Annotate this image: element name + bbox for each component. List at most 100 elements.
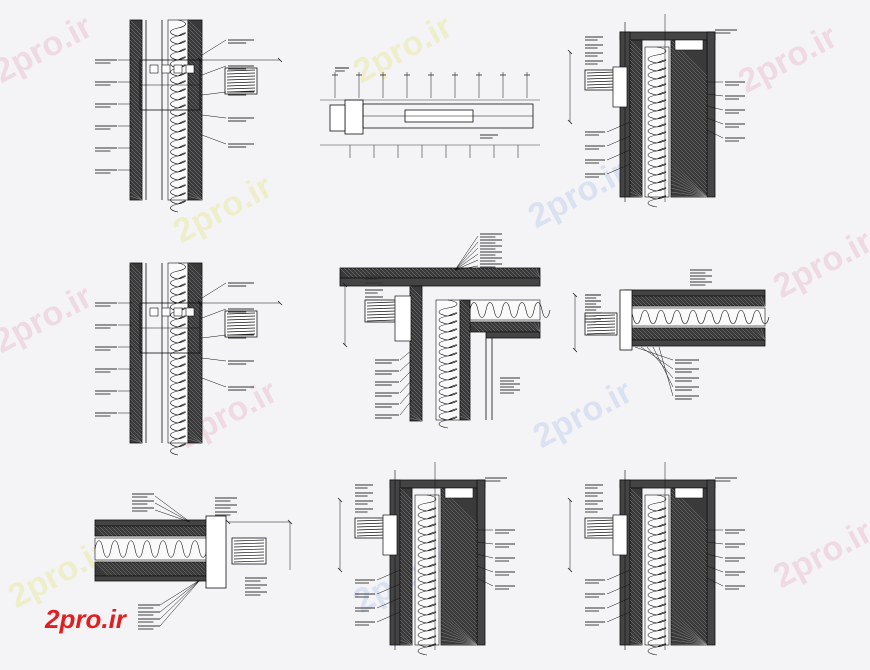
line — [129, 370, 143, 384]
line — [187, 262, 203, 278]
line — [680, 295, 692, 307]
line — [670, 195, 708, 198]
line — [636, 295, 648, 307]
line — [409, 293, 423, 307]
line — [586, 528, 616, 531]
line — [646, 346, 674, 379]
line — [748, 327, 762, 341]
detail-top-right — [567, 14, 745, 208]
line — [399, 555, 413, 569]
line — [159, 579, 201, 613]
line — [629, 115, 643, 129]
insulation-curve — [469, 302, 551, 318]
line — [670, 639, 708, 646]
line — [740, 327, 754, 341]
line — [756, 327, 766, 341]
line — [233, 554, 265, 557]
line — [170, 525, 182, 537]
line — [129, 111, 143, 125]
line — [454, 241, 479, 271]
line — [629, 119, 643, 133]
line — [182, 525, 194, 537]
line — [98, 561, 114, 577]
line — [375, 267, 387, 279]
line — [459, 323, 471, 335]
line — [706, 541, 724, 545]
rect — [149, 307, 159, 317]
line — [636, 327, 650, 341]
line — [399, 611, 413, 625]
line — [187, 151, 203, 167]
line — [187, 402, 203, 418]
rect — [619, 289, 633, 351]
line — [670, 59, 708, 97]
line — [670, 595, 708, 633]
line — [226, 327, 256, 330]
line — [226, 75, 256, 78]
line — [409, 289, 423, 303]
line — [670, 523, 708, 561]
line — [376, 611, 401, 623]
line — [129, 155, 143, 169]
line — [706, 553, 724, 559]
line — [606, 163, 631, 175]
line — [670, 179, 708, 198]
line — [515, 267, 527, 279]
line — [187, 115, 203, 131]
line — [572, 292, 578, 298]
line — [399, 631, 413, 645]
line — [187, 342, 203, 358]
line — [399, 591, 413, 605]
line — [440, 551, 478, 589]
line — [459, 339, 471, 351]
line — [640, 346, 674, 370]
line — [440, 547, 478, 585]
line — [670, 51, 708, 89]
line — [706, 93, 724, 97]
line — [652, 346, 674, 388]
line — [720, 327, 734, 341]
line — [736, 295, 748, 307]
line — [664, 327, 678, 341]
line — [440, 543, 478, 581]
line — [692, 295, 704, 307]
line — [129, 438, 143, 444]
line — [629, 91, 643, 105]
line — [629, 71, 643, 85]
line — [629, 87, 643, 101]
line — [106, 525, 118, 537]
line — [670, 95, 708, 133]
line — [166, 561, 182, 577]
line — [440, 527, 478, 565]
line — [226, 312, 256, 315]
line — [740, 295, 752, 307]
line — [629, 555, 643, 569]
line — [102, 561, 118, 577]
line — [668, 295, 680, 307]
line — [403, 267, 415, 279]
line — [440, 595, 478, 633]
line — [186, 561, 202, 577]
line — [632, 327, 646, 341]
line — [337, 567, 343, 573]
line — [652, 295, 664, 307]
line — [670, 535, 708, 573]
line — [629, 535, 643, 549]
line — [606, 149, 631, 161]
line — [656, 327, 670, 341]
line — [459, 351, 471, 363]
line — [487, 267, 499, 279]
line — [129, 434, 143, 444]
line — [187, 139, 203, 155]
line — [187, 163, 203, 179]
line — [201, 91, 227, 96]
line — [629, 147, 643, 161]
line — [670, 627, 708, 646]
line — [409, 361, 423, 375]
line — [129, 426, 143, 440]
rect — [612, 514, 628, 556]
detail-middle-right — [572, 269, 770, 400]
line — [629, 123, 643, 137]
line — [527, 267, 539, 279]
